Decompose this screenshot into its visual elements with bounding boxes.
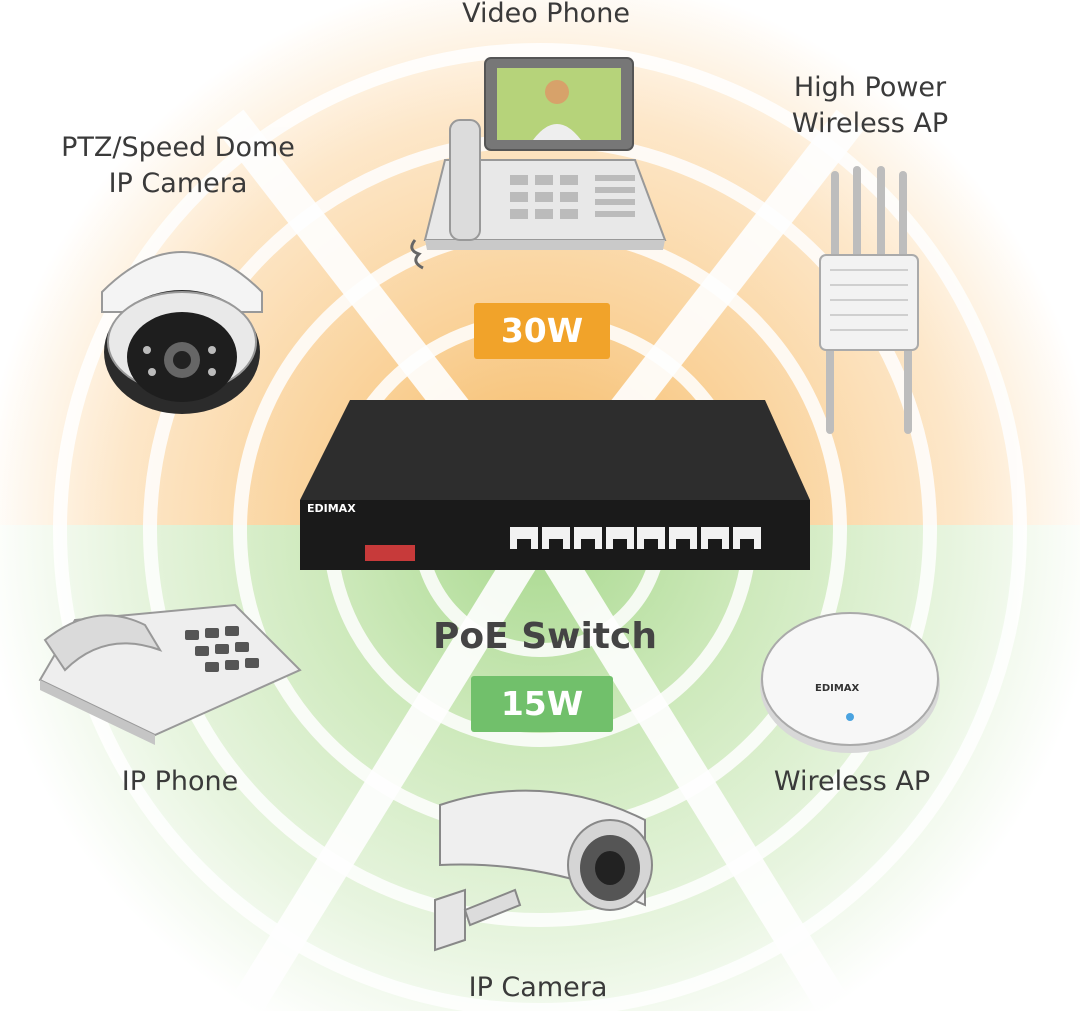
- poe-switch-title: PoE Switch: [433, 616, 657, 657]
- label-high-power-ap-line2: Wireless AP: [791, 108, 949, 139]
- label-ptz-camera: PTZ/Speed Dome IP Camera: [61, 130, 295, 202]
- switch-brand-logo: EDIMAX: [307, 502, 356, 515]
- lower-rings-15w: [0, 525, 1080, 1011]
- label-video-phone: Video Phone: [462, 0, 630, 29]
- power-badge-30w: 30W: [474, 303, 610, 359]
- video-phone-icon: [410, 57, 667, 270]
- label-ip-phone: IP Phone: [121, 766, 239, 797]
- power-badge-15w: 15W: [471, 676, 613, 732]
- label-high-power-ap-line1: High Power: [793, 72, 947, 103]
- dome-camera-icon: [101, 251, 263, 414]
- poe-switch-icon: EDIMAX: [300, 400, 810, 570]
- label-ptz-camera-line2: IP Camera: [108, 168, 248, 199]
- label-ptz-camera-line1: PTZ/Speed Dome: [61, 132, 295, 163]
- outdoor-ap-icon: [819, 166, 919, 434]
- label-ip-camera: IP Camera: [468, 972, 608, 1003]
- ip-phone-icon: [38, 603, 302, 745]
- label-wireless-ap: Wireless AP: [773, 766, 931, 797]
- ap-brand-logo: EDIMAX: [815, 683, 860, 694]
- label-high-power-ap: High Power Wireless AP: [792, 70, 948, 142]
- bullet-camera-icon: [434, 789, 653, 952]
- ceiling-ap-icon: EDIMAX: [760, 612, 940, 753]
